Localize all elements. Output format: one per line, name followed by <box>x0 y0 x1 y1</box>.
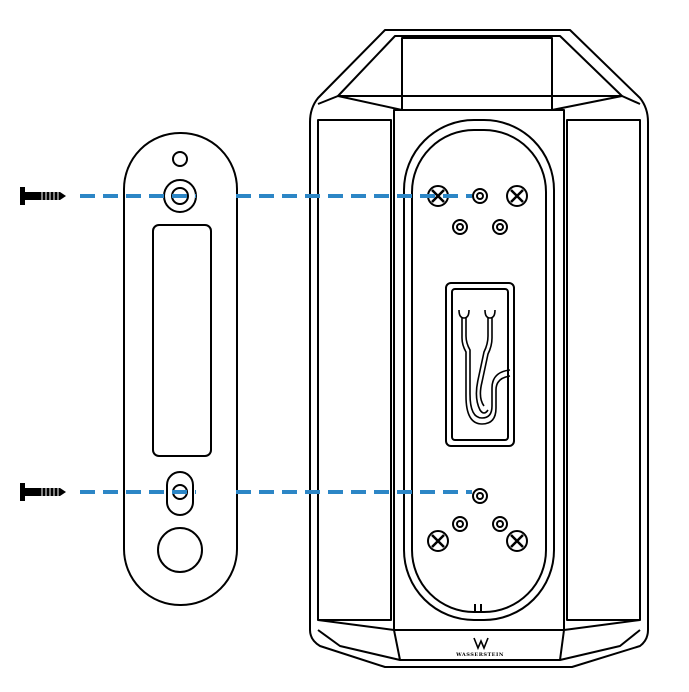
doorbell-right-panel <box>566 119 641 621</box>
mounting-plate-outer <box>403 119 555 621</box>
small-hole-inner <box>456 520 464 528</box>
small-hole-inner <box>496 520 504 528</box>
top-target-hole-inner <box>476 192 484 200</box>
adapter-bottom-slot <box>166 471 194 516</box>
adapter-bottom-hole <box>157 527 203 573</box>
small-hole-inner <box>496 223 504 231</box>
doorbell-top-bevel <box>317 95 641 111</box>
small-hole-inner <box>456 223 464 231</box>
small-hole <box>452 516 468 532</box>
wires <box>458 309 511 425</box>
small-hole <box>452 219 468 235</box>
wire-compartment-inner <box>451 288 509 441</box>
small-hole <box>492 516 508 532</box>
bottom-target-hole-inner <box>476 492 484 500</box>
adapter-top-hole <box>172 151 188 167</box>
cross-screw-icon <box>427 530 449 552</box>
brand-logo-mark <box>473 637 489 651</box>
doorbell-left-panel <box>317 119 392 621</box>
cross-screw-icon <box>506 530 528 552</box>
small-hole <box>492 219 508 235</box>
screw-icon <box>20 483 66 501</box>
wire-compartment-outer <box>445 282 515 447</box>
doorbell-body <box>309 29 649 668</box>
top-target-hole <box>472 188 488 204</box>
mounting-plate-notch <box>474 604 482 612</box>
doorbell-outer-shell <box>309 29 649 668</box>
brand-logo: WASSERSTEIN <box>455 637 504 658</box>
bottom-target-hole <box>472 488 488 504</box>
cross-screw-icon <box>506 185 528 207</box>
wire-compartment <box>445 282 515 447</box>
brand-text: WASSERSTEIN <box>455 652 504 658</box>
mounting-plate-inner <box>411 129 547 613</box>
adapter-plate <box>123 132 238 606</box>
doorbell-bottom-bevel <box>317 619 641 661</box>
alignment-guides <box>80 194 472 494</box>
screw-icon <box>20 187 66 205</box>
adapter-window <box>152 224 212 457</box>
